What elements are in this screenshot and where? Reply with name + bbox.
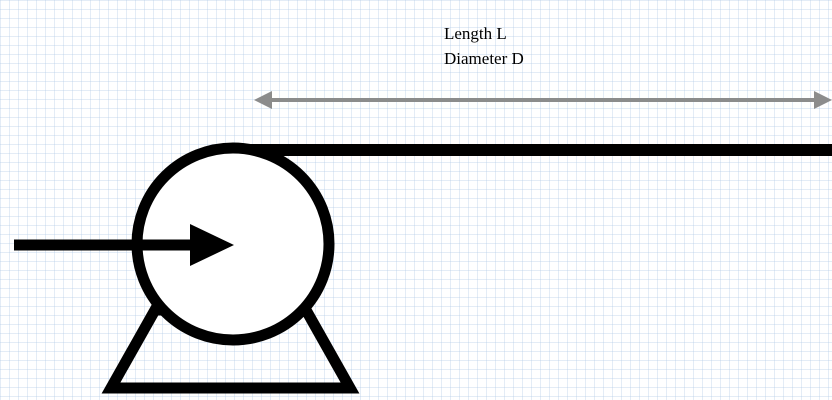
dimension-arrow-right-head (814, 91, 832, 109)
length-label: Length L (444, 24, 507, 43)
diameter-label: Diameter D (444, 49, 524, 68)
dimension-arrow-left-head (254, 91, 272, 109)
pipe-labels: Length L Diameter D (444, 21, 524, 71)
inlet-arrow-head (190, 224, 234, 266)
dimension-arrow (254, 91, 832, 109)
inlet-arrow-icon (14, 224, 234, 266)
